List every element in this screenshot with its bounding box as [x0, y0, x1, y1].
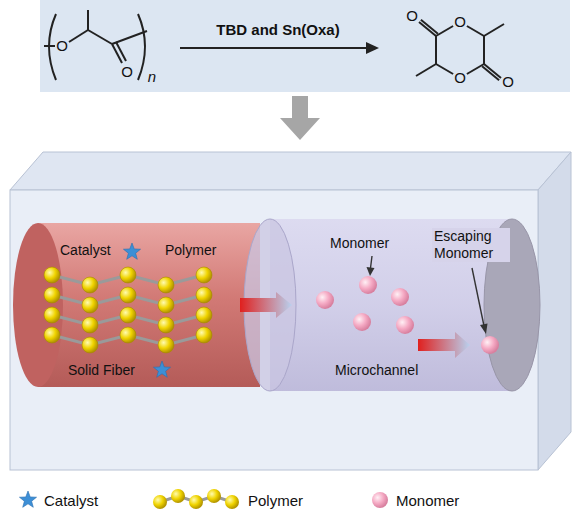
- polymer-structure: [44, 10, 147, 80]
- bond: [88, 30, 112, 44]
- bead: [158, 297, 174, 313]
- fiber-end: [13, 223, 63, 387]
- bond: [87, 10, 89, 30]
- legend-bead: [207, 489, 221, 503]
- repeat-subscript: n: [148, 69, 156, 86]
- bead: [120, 287, 136, 303]
- region-label: Catalyst: [60, 242, 111, 259]
- bond: [483, 36, 485, 64]
- region-label: Escaping Monomer: [432, 228, 510, 262]
- box-top: [10, 152, 571, 190]
- bond: [436, 64, 453, 74]
- bead: [44, 327, 60, 343]
- legend-label: Catalyst: [44, 492, 98, 509]
- bead: [44, 287, 60, 303]
- bead: [120, 267, 136, 283]
- bead: [196, 267, 212, 283]
- atom-label: O: [502, 74, 514, 91]
- bond: [421, 20, 438, 34]
- bond: [436, 26, 453, 36]
- atom-label: O: [454, 14, 466, 31]
- flow-arrow: [418, 332, 470, 358]
- bond: [112, 44, 122, 63]
- box-front: [10, 190, 538, 470]
- legend-label: Monomer: [396, 492, 459, 509]
- monomer-sphere: [316, 291, 334, 309]
- polymer-bonds: [52, 275, 204, 345]
- leader-line: [371, 256, 373, 268]
- bead: [44, 307, 60, 323]
- reagent-label: TBD and Sn(Oxa): [216, 22, 339, 39]
- channel-body: [270, 219, 512, 391]
- catalyst-star: [153, 361, 170, 377]
- legend-bead: [171, 489, 185, 503]
- region-label: Polymer: [165, 242, 216, 259]
- fiber-region: Catalyst PolymerSolid Fiber: [12, 223, 240, 387]
- monomer-sphere: [391, 288, 409, 306]
- reaction-panel: [40, 0, 570, 92]
- atom-label: O: [454, 70, 466, 87]
- fiber-body: [38, 223, 260, 387]
- bond: [435, 36, 437, 64]
- bond: [112, 31, 147, 44]
- bead: [82, 297, 98, 313]
- bond: [484, 24, 504, 36]
- legend-monomer: [372, 492, 388, 508]
- region-label: Monomer: [330, 235, 389, 252]
- bond: [482, 66, 499, 80]
- bond: [69, 30, 88, 42]
- legend-bead: [189, 495, 203, 509]
- bead: [120, 327, 136, 343]
- catalyst-star: [123, 243, 140, 259]
- bead: [82, 277, 98, 293]
- region-label: Solid Fiber: [68, 362, 135, 379]
- bead: [158, 337, 174, 353]
- legend-bead: [225, 495, 239, 509]
- monomers: [316, 276, 499, 354]
- down-arrow: [280, 96, 320, 140]
- monomer-sphere: [481, 336, 499, 354]
- bead: [82, 317, 98, 333]
- arrow-head: [480, 324, 488, 335]
- bracket: [138, 14, 145, 80]
- atom-label: O: [56, 38, 68, 55]
- leader-line: [472, 268, 484, 326]
- bond: [116, 42, 126, 61]
- bead: [158, 277, 174, 293]
- region-label: Microchannel: [335, 362, 418, 379]
- monomer-sphere: [359, 276, 377, 294]
- bead: [82, 337, 98, 353]
- atom-label: O: [406, 8, 418, 25]
- bond: [44, 45, 55, 47]
- bond: [467, 26, 484, 36]
- monomer-sphere: [353, 313, 371, 331]
- bond: [416, 64, 436, 76]
- legend-bead: [153, 495, 167, 509]
- reaction-arrow: [180, 47, 368, 49]
- channel-region: Monomer Escaping MonomerMicrochannel: [292, 219, 542, 391]
- flow-arrow: [240, 292, 292, 318]
- arrow-head: [366, 42, 379, 54]
- bead: [196, 307, 212, 323]
- bead: [44, 267, 60, 283]
- legend-label: Polymer: [248, 492, 303, 509]
- bead: [158, 317, 174, 333]
- bead: [196, 327, 212, 343]
- bead: [120, 307, 136, 323]
- atom-label: O: [121, 64, 133, 81]
- bead: [196, 287, 212, 303]
- box-side: [538, 152, 571, 470]
- polymer-beads: [44, 267, 212, 353]
- legend-star: [19, 491, 36, 507]
- bond: [467, 64, 484, 74]
- monomer-sphere: [396, 316, 414, 334]
- arrow-head: [367, 267, 375, 276]
